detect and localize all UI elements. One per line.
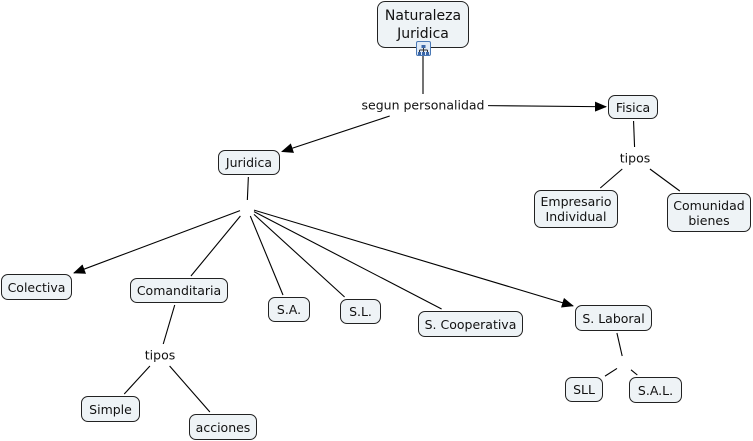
concept-node-acciones[interactable]: acciones: [189, 414, 257, 440]
connection-laboral-to-blank2: [616, 332, 623, 357]
concept-node-root[interactable]: Naturaleza Juridica: [377, 1, 469, 48]
hierarchy-glyph-icon: [418, 45, 429, 55]
connection-tipos2-to-acciones: [169, 365, 211, 413]
linking-phrase-tipos1[interactable]: tipos: [617, 150, 653, 166]
connection-tipos1-to-empresario: [599, 168, 623, 189]
connection-juridica-to-blank1: [246, 176, 249, 201]
concept-node-cooperativa[interactable]: S. Cooperativa: [418, 311, 523, 337]
connection-blank1-to-laboral: [253, 209, 574, 308]
connection-blank2-to-sal: [630, 369, 638, 376]
connection-comanditaria-to-tipos2: [162, 304, 176, 345]
connection-fisica-to-tipos1: [632, 120, 636, 148]
concept-node-comanditaria[interactable]: Comanditaria: [130, 278, 228, 303]
connection-blank2-to-sll: [604, 367, 618, 377]
connection-tipos1-to-comunidad: [649, 168, 681, 192]
linking-phrase-tipos2[interactable]: tipos: [142, 347, 178, 363]
concept-node-sal[interactable]: S.A.L.: [629, 377, 682, 403]
connection-segun-to-fisica: [487, 101, 607, 112]
concept-node-juridica[interactable]: Juridica: [218, 150, 280, 175]
concept-node-simple[interactable]: Simple: [81, 396, 140, 422]
concept-node-comunidad[interactable]: Comunidad bienes: [667, 193, 751, 232]
concept-map-resource-icon[interactable]: [416, 41, 431, 56]
concept-node-colectiva[interactable]: Colectiva: [1, 274, 72, 300]
connection-tipos2-to-simple: [123, 365, 151, 395]
linking-phrase-segun[interactable]: segun personalidad: [359, 97, 487, 113]
concept-node-laboral[interactable]: S. Laboral: [575, 305, 652, 331]
connection-blank1-to-cooperativa: [253, 211, 442, 310]
connection-blank1-to-colectiva: [73, 210, 241, 274]
connection-blank1-to-comanditaria: [190, 215, 241, 277]
concept-node-fisica[interactable]: Fisica: [608, 95, 658, 119]
connection-blank1-to-sl: [253, 213, 345, 298]
concept-node-sl[interactable]: S.L.: [340, 299, 381, 324]
connection-segun-to-juridica: [281, 115, 390, 153]
concept-node-sa[interactable]: S.A.: [268, 297, 310, 322]
connection-blank1-to-sa: [249, 215, 284, 296]
concept-node-sll[interactable]: SLL: [565, 377, 603, 402]
concept-node-empresario[interactable]: Empresario Individual: [534, 190, 618, 228]
